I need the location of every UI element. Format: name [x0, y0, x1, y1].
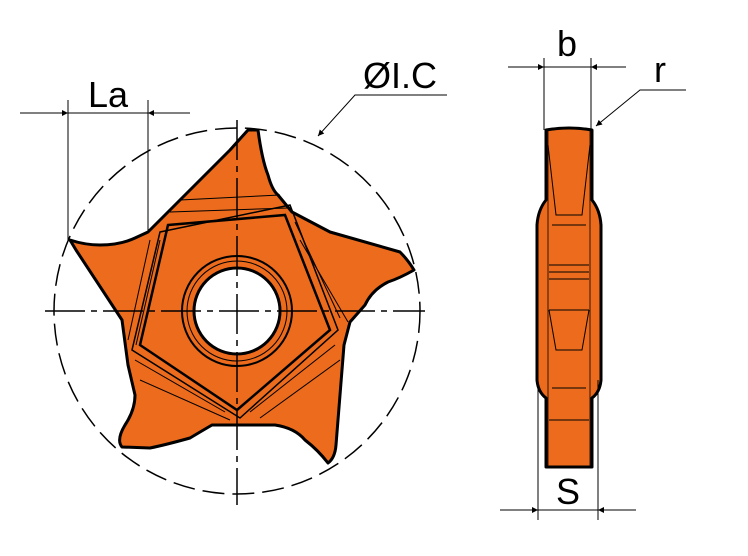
r-dimension: r	[595, 49, 686, 127]
b-label: b	[557, 23, 577, 64]
s-dimension: S	[500, 380, 636, 520]
r-label: r	[654, 49, 666, 90]
ic-dimension: ØI.C	[317, 55, 447, 137]
ic-label: ØI.C	[363, 55, 437, 96]
insert-side-view	[535, 126, 603, 469]
insert-front-view	[68, 128, 416, 465]
la-label: La	[88, 74, 129, 115]
b-dimension: b	[508, 23, 626, 130]
la-dimension: La	[20, 74, 190, 240]
s-label: S	[556, 471, 580, 512]
